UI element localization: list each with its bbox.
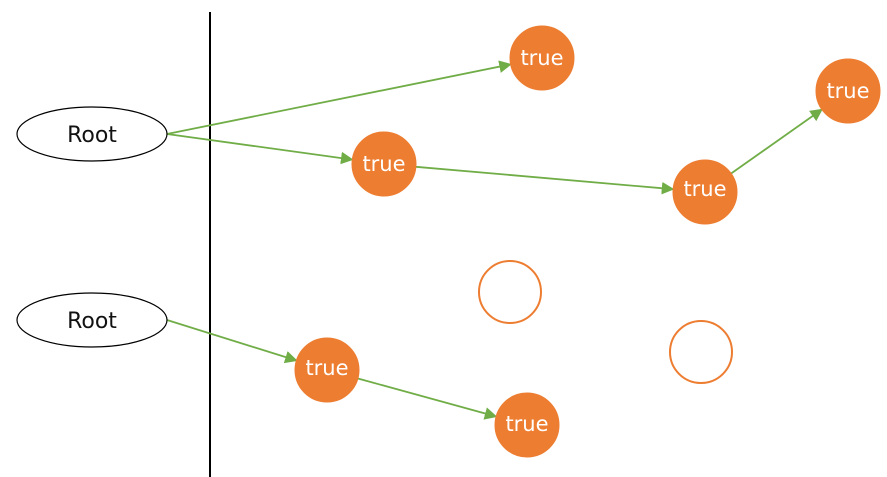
empty-node-circle: [669, 320, 733, 384]
root-ellipse: [16, 106, 168, 162]
edge-arrow: [730, 108, 823, 175]
node-label: true: [305, 356, 348, 380]
empty-node-circle: [478, 260, 542, 324]
edge-arrow: [357, 377, 498, 420]
empty-node: [669, 320, 733, 384]
root-node: Root: [16, 106, 168, 162]
node-circle: [351, 131, 417, 197]
edge-arrow: [166, 60, 512, 135]
true-node: true: [294, 337, 360, 403]
edges-layer: [166, 60, 823, 420]
node-circle: [509, 25, 575, 91]
true-node: true: [815, 58, 881, 124]
node-label: true: [826, 79, 869, 103]
true-node: true: [509, 25, 575, 91]
node-circle: [294, 337, 360, 403]
node-label: true: [505, 412, 548, 436]
true-node: true: [672, 159, 738, 225]
node-circle: [815, 58, 881, 124]
true-node: true: [351, 131, 417, 197]
root-label: Root: [67, 309, 117, 334]
node-label: true: [520, 46, 563, 70]
empty-node: [478, 260, 542, 324]
true-node: true: [494, 392, 560, 458]
node-label: true: [683, 177, 726, 201]
edge-arrow: [166, 319, 298, 364]
root-label: Root: [67, 123, 117, 148]
node-circle: [494, 392, 560, 458]
node-circle: [672, 159, 738, 225]
root-ellipse: [16, 292, 168, 348]
root-node: Root: [16, 292, 168, 348]
node-label: true: [362, 152, 405, 176]
edge-arrow: [415, 165, 675, 195]
edge-arrow: [166, 133, 354, 165]
